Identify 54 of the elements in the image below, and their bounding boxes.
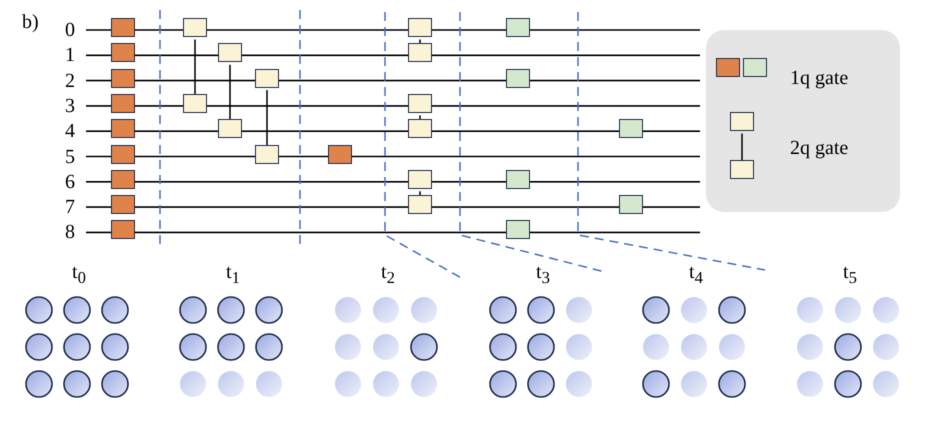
two-qubit-gate-box: [255, 144, 279, 164]
two-qubit-gate-box: [408, 18, 432, 37]
gate-link-line: [741, 134, 743, 162]
qubit-index: 0: [65, 19, 75, 41]
two-qubit-gate-box: [730, 112, 754, 131]
single-qubit-gate-box: [328, 144, 352, 164]
time-step-label: t$_{2}$: [381, 261, 395, 289]
two-qubit-gate-box: [408, 43, 432, 62]
two-qubit-gate-box: [218, 119, 242, 138]
single-qubit-gate-box: [506, 68, 530, 88]
two-qubit-gate-box: [408, 170, 432, 189]
two-qubit-gate-box: [730, 160, 754, 179]
qubit-index: 6: [65, 170, 75, 193]
single-qubit-gate-box: [619, 119, 643, 138]
single-qubit-gate-box: [111, 170, 135, 189]
qubit-index: 8: [65, 221, 75, 244]
time-step-label: t$_{3}$: [536, 261, 550, 289]
gate-link-line: [194, 40, 196, 96]
single-qubit-gate-box: [111, 43, 135, 62]
single-qubit-gate-box: [111, 68, 135, 88]
two-qubit-gate-box: [408, 195, 432, 214]
time-step-label: t$_{5}$: [843, 261, 857, 289]
two-qubit-gate-box: [408, 119, 432, 138]
qubit-index: 4: [65, 120, 75, 142]
qubit-index: 3: [65, 94, 75, 117]
single-qubit-gate-box: [111, 144, 135, 164]
single-qubit-gate-box: [743, 58, 767, 77]
qubit-index: 5: [65, 146, 75, 168]
gate-link-line: [229, 64, 231, 122]
single-qubit-gate-box: [111, 195, 135, 214]
qubit-index: 1: [65, 44, 75, 66]
gate-link-line: [266, 90, 268, 147]
legend-label: 2q gate: [790, 137, 848, 159]
time-step-label: t$_{1}$: [226, 261, 240, 289]
legend-label: 1q gate: [790, 67, 848, 89]
single-qubit-gate-box: [111, 119, 135, 138]
two-qubit-gate-box: [183, 94, 207, 113]
time-step-label: t$_{0}$: [72, 261, 86, 289]
single-qubit-gate-box: [506, 170, 530, 189]
single-qubit-gate-box: [716, 58, 740, 77]
two-qubit-gate-box: [408, 94, 432, 113]
qubit-index: 2: [65, 70, 75, 92]
single-qubit-gate-box: [111, 94, 135, 113]
single-qubit-gate-box: [506, 18, 530, 37]
qubit-index: 7: [65, 196, 75, 218]
time-step-label: t$_{4}$: [689, 261, 703, 289]
single-qubit-gate-box: [111, 220, 135, 240]
two-qubit-gate-box: [255, 68, 279, 88]
single-qubit-gate-box: [111, 18, 135, 37]
single-qubit-gate-box: [619, 195, 643, 214]
panel-letter: b): [22, 11, 39, 33]
two-qubit-gate-box: [218, 43, 242, 62]
single-qubit-gate-box: [506, 220, 530, 240]
two-qubit-gate-box: [183, 18, 207, 37]
